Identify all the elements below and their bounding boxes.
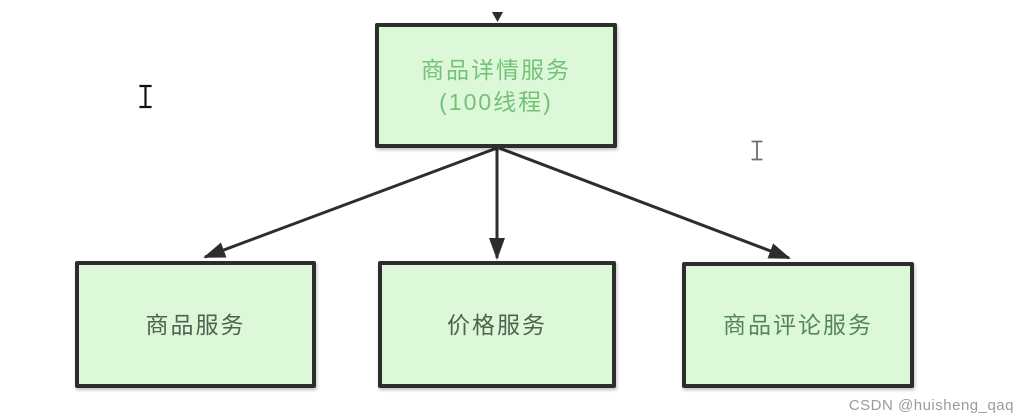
node-product-review-service[interactable]: 商品评论服务	[682, 262, 914, 388]
incoming-arrowhead	[492, 12, 503, 22]
node-label-line2: (100线程)	[439, 88, 553, 115]
node-label: 商品服务	[145, 311, 246, 338]
text-cursor-ibeam	[139, 84, 152, 109]
node-label: 价格服务	[447, 311, 547, 338]
node-product-detail-service[interactable]: 商品详情服务 (100线程)	[375, 23, 617, 148]
edge-to-product-service	[203, 146, 498, 259]
watermark: CSDN @huisheng_qaq	[848, 397, 1014, 414]
node-product-service[interactable]: 商品服务	[75, 261, 316, 388]
node-label: 商品评论服务	[723, 312, 873, 338]
edge-to-product-review-service	[498, 146, 791, 260]
text-cursor-ibeam	[751, 140, 763, 161]
node-label-line1: 商品详情服务	[421, 56, 571, 83]
node-price-service[interactable]: 价格服务	[378, 261, 616, 388]
